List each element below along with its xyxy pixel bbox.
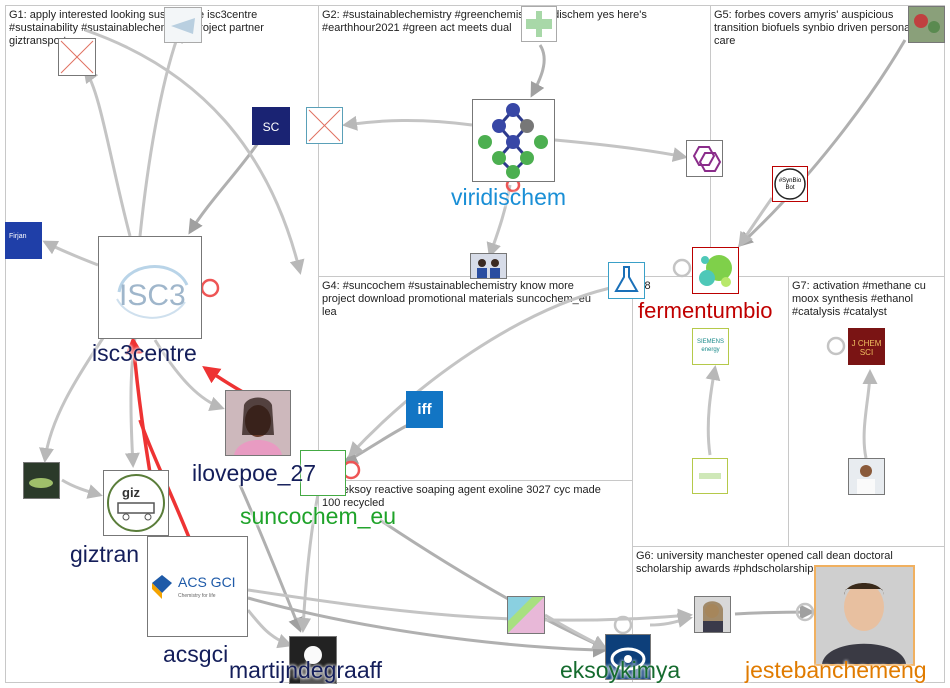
label-isc3centre: isc3centre <box>92 340 197 366</box>
edge <box>138 27 183 237</box>
edge <box>83 67 132 237</box>
giz-logo-text: giz <box>122 485 141 500</box>
group-g1-box: G1: apply interested looking sustainable… <box>5 5 319 683</box>
edge <box>247 588 693 624</box>
group-g6-label: G6: university manchester opened call de… <box>636 550 893 575</box>
edge <box>862 369 878 459</box>
label-viridischem: viridischem <box>451 184 567 210</box>
colorful-avatar-node[interactable] <box>507 596 545 634</box>
siemens-energy-avatar[interactable]: SIEMENS energy <box>692 328 729 365</box>
edge <box>530 44 546 98</box>
hexagon-logo-node[interactable] <box>686 140 723 177</box>
fermentumbio-avatar[interactable] <box>692 247 739 294</box>
sc-logo-node[interactable]: SC <box>252 107 290 145</box>
label-jestebanchemeng: jestebanchemeng <box>745 657 927 683</box>
edge <box>738 197 774 248</box>
group-g1-label: G1: apply interested looking sustainable… <box>9 9 264 47</box>
iff-logo-node[interactable]: iff <box>406 391 443 428</box>
self-loop <box>672 258 692 278</box>
self-loop <box>795 602 815 622</box>
synbio-bot-avatar[interactable]: #SynBio Bot <box>772 166 808 202</box>
jchemsci-logo-text: J CHEM SCI <box>851 339 882 357</box>
group-g2-label: G2: #sustainablechemistry #greenchemistr… <box>322 9 647 34</box>
user-avatar-node-4[interactable] <box>848 458 885 495</box>
edge <box>84 28 305 275</box>
broken-image-node[interactable] <box>58 38 96 76</box>
edge <box>734 604 815 620</box>
group-g7-box: G7: activation #methane cu moox synthesi… <box>788 276 945 547</box>
edge <box>554 138 688 163</box>
label-ilovepoe: ilovepoe_27 <box>192 460 317 486</box>
group-g4-label: G4: #suncochem #sustainablechemistry kno… <box>322 280 592 318</box>
edge <box>342 423 409 464</box>
edge <box>246 609 293 649</box>
label-fermentumbio: fermentumbio <box>638 298 773 323</box>
group-g3-label: G3: eksoy reactive soaping agent exoline… <box>322 484 601 509</box>
label-suncochem: suncochem_eu <box>240 503 396 529</box>
edge <box>379 518 608 650</box>
edge <box>347 286 611 458</box>
sc-logo-text: SC <box>262 120 280 134</box>
martijndegraaff-avatar[interactable] <box>289 636 337 684</box>
edge <box>486 184 512 258</box>
group-g5-label: G5: forbes covers amyris' auspicious tra… <box>714 9 913 47</box>
edge <box>238 484 303 633</box>
iff-logo-text: iff <box>417 401 432 418</box>
user-avatar-node[interactable] <box>164 7 202 43</box>
acsgci-avatar[interactable]: ACS GCI Chemistry for life <box>147 536 248 637</box>
jchemsci-avatar[interactable]: J CHEM SCI <box>848 328 885 365</box>
self-loop <box>613 615 633 635</box>
ilovepoe-avatar[interactable] <box>225 390 291 456</box>
edge <box>296 484 322 633</box>
edge <box>544 613 608 650</box>
flask-logo-node[interactable] <box>608 262 645 299</box>
edge <box>61 478 103 499</box>
label-eksoykimya: eksoykimya <box>560 657 681 683</box>
group-g7-label: G7: activation #methane cu moox synthesi… <box>792 280 926 318</box>
broken-image-node-2[interactable] <box>306 107 343 144</box>
edge <box>42 240 99 267</box>
user-avatar-node-3[interactable] <box>692 458 728 494</box>
eksoykimya-avatar[interactable] <box>605 634 651 680</box>
edge <box>705 365 721 456</box>
edge <box>737 39 907 248</box>
edge <box>247 596 608 658</box>
isc3-logo-text: ISC3 <box>119 279 186 312</box>
isc3centre-avatar[interactable]: ISC3 <box>98 236 202 339</box>
siemens-logo-text: SIEMENS energy <box>696 339 724 353</box>
self-loop <box>200 278 220 298</box>
acs-sub-text: Chemistry for life <box>178 593 216 599</box>
label-martijndegraaff: martijndegraaff <box>229 657 382 683</box>
jestebanchemeng-avatar[interactable] <box>814 565 915 666</box>
edge <box>39 334 107 463</box>
researcher-avatar[interactable] <box>694 596 731 633</box>
edge <box>649 613 693 628</box>
sustainability-avatar[interactable] <box>23 462 60 499</box>
acs-logo-text: ACS GCI <box>178 574 236 590</box>
label-acsgci: acsgci <box>163 641 229 667</box>
synbio-badge-text: #SynBio Bot <box>778 178 802 191</box>
edge <box>153 339 225 411</box>
edge <box>188 139 262 235</box>
firjan-logo-node[interactable]: Firjan <box>5 222 42 259</box>
label-giztran: giztran <box>70 541 140 567</box>
viridischem-avatar[interactable] <box>472 99 555 182</box>
group-g3-box: G3: eksoy reactive soaping agent exoline… <box>318 480 633 683</box>
group-photo-node[interactable] <box>470 253 507 279</box>
suncochem-avatar[interactable] <box>300 450 346 496</box>
self-loop <box>826 336 846 356</box>
user-avatar-node-2[interactable] <box>521 6 557 42</box>
group-g6-box: G6: university manchester opened call de… <box>632 546 945 683</box>
edge <box>342 115 473 131</box>
forbes-avatar[interactable] <box>908 6 945 43</box>
giztransport-avatar[interactable]: giz <box>103 470 169 536</box>
firjan-logo-text: Firjan <box>9 233 27 240</box>
